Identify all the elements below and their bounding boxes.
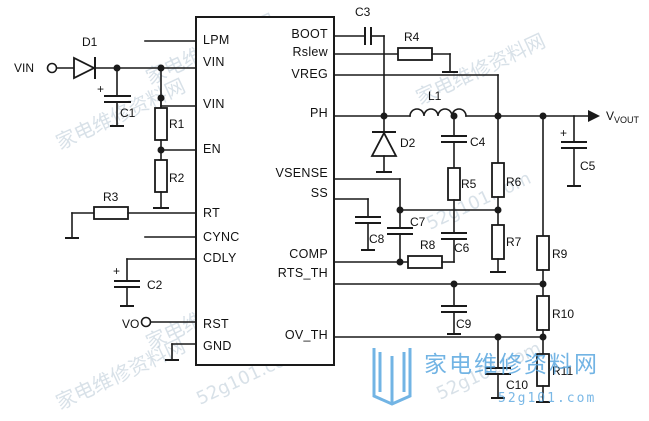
capacitor-c9: C9 <box>441 283 472 335</box>
pin-comp: COMP <box>289 247 328 261</box>
resistor-r3: R3 <box>65 190 197 239</box>
pin-vsense: VSENSE <box>275 166 328 180</box>
pin-en: EN <box>203 142 221 156</box>
label-c1: C1 <box>120 106 136 120</box>
book-logo-icon <box>372 348 412 406</box>
inductor-l1: L1 <box>409 89 467 117</box>
vin-input-label: VIN <box>14 61 34 75</box>
label-r9: R9 <box>552 247 568 261</box>
capacitor-c4: C4 <box>441 115 486 149</box>
label-r7: R7 <box>506 235 522 249</box>
capacitor-c1: + C1 <box>97 67 136 127</box>
vout-arrow-icon <box>588 110 600 122</box>
vin-terminal <box>46 62 58 74</box>
capacitor-c10: C10 <box>485 333 528 399</box>
label-c9: C9 <box>456 317 472 331</box>
capacitor-c7: C7 <box>387 209 426 263</box>
capacitor-c2: + C2 <box>113 258 197 307</box>
capacitor-c6: C6 <box>441 232 470 255</box>
resistor-r9: R9 <box>536 235 568 271</box>
label-r4: R4 <box>404 30 420 44</box>
label-c4: C4 <box>470 135 486 149</box>
pin-ov-th: OV_TH <box>285 328 328 342</box>
watermark-text: 家电维修资料网 <box>52 334 189 415</box>
brand-watermark: 家电维修资料网 52g101.com <box>372 348 599 406</box>
ic-right-pins: BOOT Rslew VREG PH VSENSE SS COMP RTS_TH… <box>275 27 328 342</box>
ic-left-pins: LPM VIN VIN EN RT CYNC CDLY RST GND <box>203 33 240 353</box>
svg-text:+: + <box>97 82 104 96</box>
label-r3: R3 <box>103 190 119 204</box>
vo-label: VO <box>122 317 139 331</box>
label-r10: R10 <box>552 307 574 321</box>
diode-d2: D2 <box>370 115 416 173</box>
pin-cdly: CDLY <box>203 251 237 265</box>
pin-rts-th: RTS_TH <box>278 266 328 280</box>
pin-rst: RST <box>203 317 229 331</box>
pin-vin-1: VIN <box>203 55 225 69</box>
svg-text:+: + <box>113 264 120 278</box>
pin-vin-2: VIN <box>203 97 225 111</box>
label-r5: R5 <box>461 177 477 191</box>
resistor-r4: R4 <box>333 30 458 73</box>
resistor-r10: R10 <box>536 295 574 331</box>
pin-vreg: VREG <box>291 67 328 81</box>
capacitor-c8: C8 <box>333 198 385 251</box>
pin-boot: BOOT <box>291 27 328 41</box>
diode-d1: D1 <box>73 35 98 80</box>
label-d1: D1 <box>82 35 98 49</box>
pin-cync: CYNC <box>203 230 240 244</box>
label-c6: C6 <box>454 241 470 255</box>
label-c5: C5 <box>580 159 596 173</box>
label-r8: R8 <box>420 238 436 252</box>
pin-lpm: LPM <box>203 33 230 47</box>
svg-text:+: + <box>560 126 567 140</box>
watermark-url-text: 52g101.com <box>498 391 596 406</box>
vout-label: VVOUT <box>606 109 640 125</box>
resistor-r8: R8 <box>407 238 443 269</box>
label-l1: L1 <box>428 89 442 103</box>
label-c8: C8 <box>369 232 385 246</box>
label-c10: C10 <box>506 378 528 392</box>
label-r6: R6 <box>506 175 522 189</box>
resistor-r6: R6 <box>491 115 522 198</box>
resistor-r2: R2 <box>154 159 185 193</box>
label-r1: R1 <box>169 117 185 131</box>
label-d2: D2 <box>400 136 416 150</box>
ic-body <box>195 16 335 366</box>
label-c2: C2 <box>147 278 163 292</box>
pin-gnd: GND <box>203 339 232 353</box>
capacitor-c5: + C5 <box>560 115 596 187</box>
pin-ph: PH <box>310 106 328 120</box>
pin-rt: RT <box>203 206 220 220</box>
capacitor-c3: C3 <box>333 5 385 117</box>
label-r2: R2 <box>169 171 185 185</box>
resistor-r7: R7 <box>491 224 522 260</box>
pin-ss: SS <box>311 186 328 200</box>
watermark-brand-text: 家电维修资料网 <box>424 352 599 378</box>
pin-rslew: Rslew <box>292 45 328 59</box>
label-c3: C3 <box>355 5 371 19</box>
label-r11: R11 <box>552 364 573 378</box>
label-c7: C7 <box>410 215 426 229</box>
resistor-r11: R11 <box>536 353 573 387</box>
vo-terminal <box>140 316 152 328</box>
